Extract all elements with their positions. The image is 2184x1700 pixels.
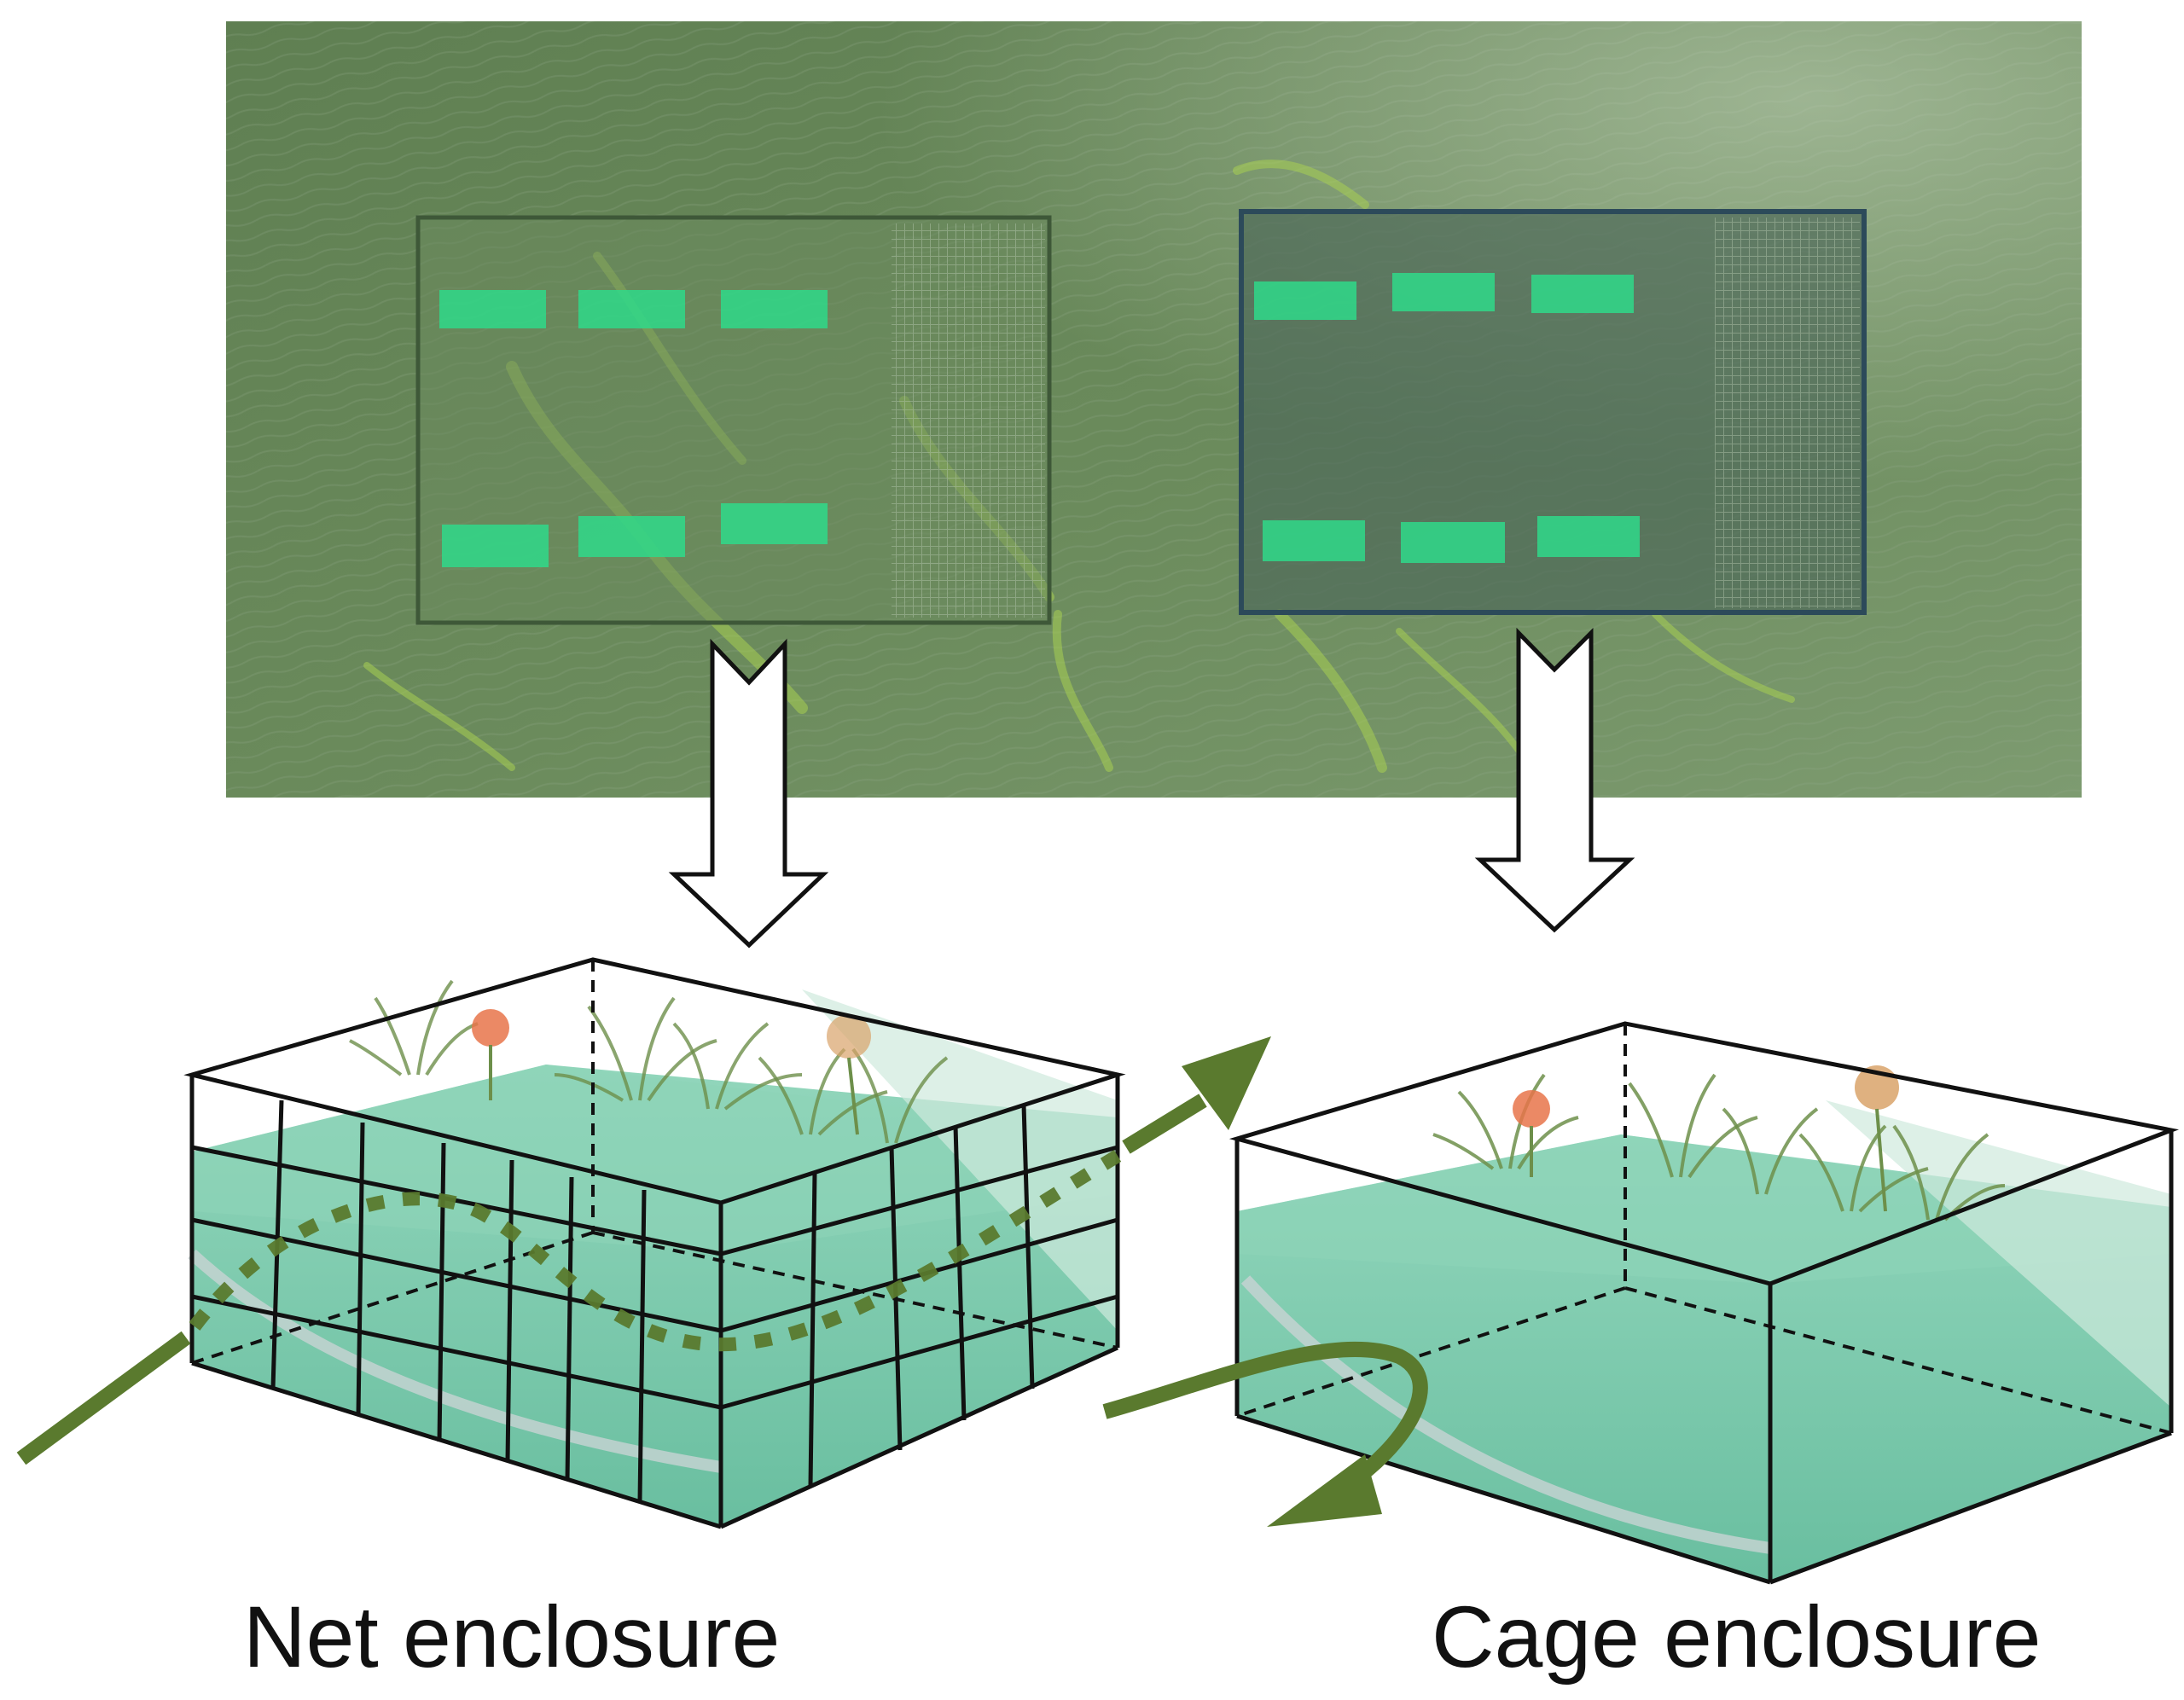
plant-icon [851, 1047, 949, 1144]
aerial-photo [226, 21, 2082, 798]
bank-slope [802, 989, 1118, 1331]
plant-patch [439, 290, 546, 328]
flow-arrow-icon [16, 1036, 1271, 1465]
plant-icon [554, 996, 717, 1102]
plant-patch [1401, 522, 1505, 563]
plants [349, 979, 949, 1144]
plant-patch [442, 525, 549, 567]
water-surface [1237, 1134, 2171, 1284]
flower-icon [472, 1009, 509, 1100]
net-mesh [191, 1099, 1118, 1502]
net-enclosure-box [183, 957, 1126, 1529]
plant-patch [721, 503, 828, 544]
arrow-down-icon [1474, 627, 1635, 933]
hidden-edges [1236, 1024, 2172, 1435]
flower-icon [827, 1014, 871, 1135]
photo-net-enclosure [415, 215, 1052, 625]
plant-patch [578, 516, 685, 557]
sediment-band [188, 1249, 723, 1473]
box-outline [1228, 1021, 2180, 1585]
plant-patch [1537, 516, 1640, 557]
plant-patch [1392, 273, 1495, 311]
net-enclosure-label: Net enclosure [243, 1588, 781, 1685]
bank-slope [1826, 1100, 2171, 1407]
net-mesh-section [892, 223, 1045, 618]
sediment-band [1240, 1275, 1772, 1554]
plant-patch [1531, 275, 1634, 313]
photo-cage-enclosure [1239, 209, 1867, 615]
cage-mesh-section [1715, 218, 1860, 608]
box-outline [183, 957, 1126, 1529]
plant-icon [672, 1022, 803, 1111]
water-surface [192, 1065, 1118, 1252]
plant-patch [578, 290, 685, 328]
plant-icon [1722, 1107, 1819, 1195]
plant-patch [1254, 281, 1356, 320]
flow-arrow-icon [1102, 1341, 1428, 1527]
plant-patch [721, 290, 828, 328]
plant-icon [1628, 1073, 1758, 1179]
hidden-edges [191, 960, 1118, 1365]
flower-icon [1513, 1090, 1550, 1177]
cage-enclosure-label: Cage enclosure [1432, 1588, 2042, 1685]
plant-icon [349, 979, 479, 1076]
plant-patch [1263, 520, 1365, 561]
cage-enclosure-box [1228, 1021, 2180, 1585]
arrow-down-icon [668, 638, 829, 949]
